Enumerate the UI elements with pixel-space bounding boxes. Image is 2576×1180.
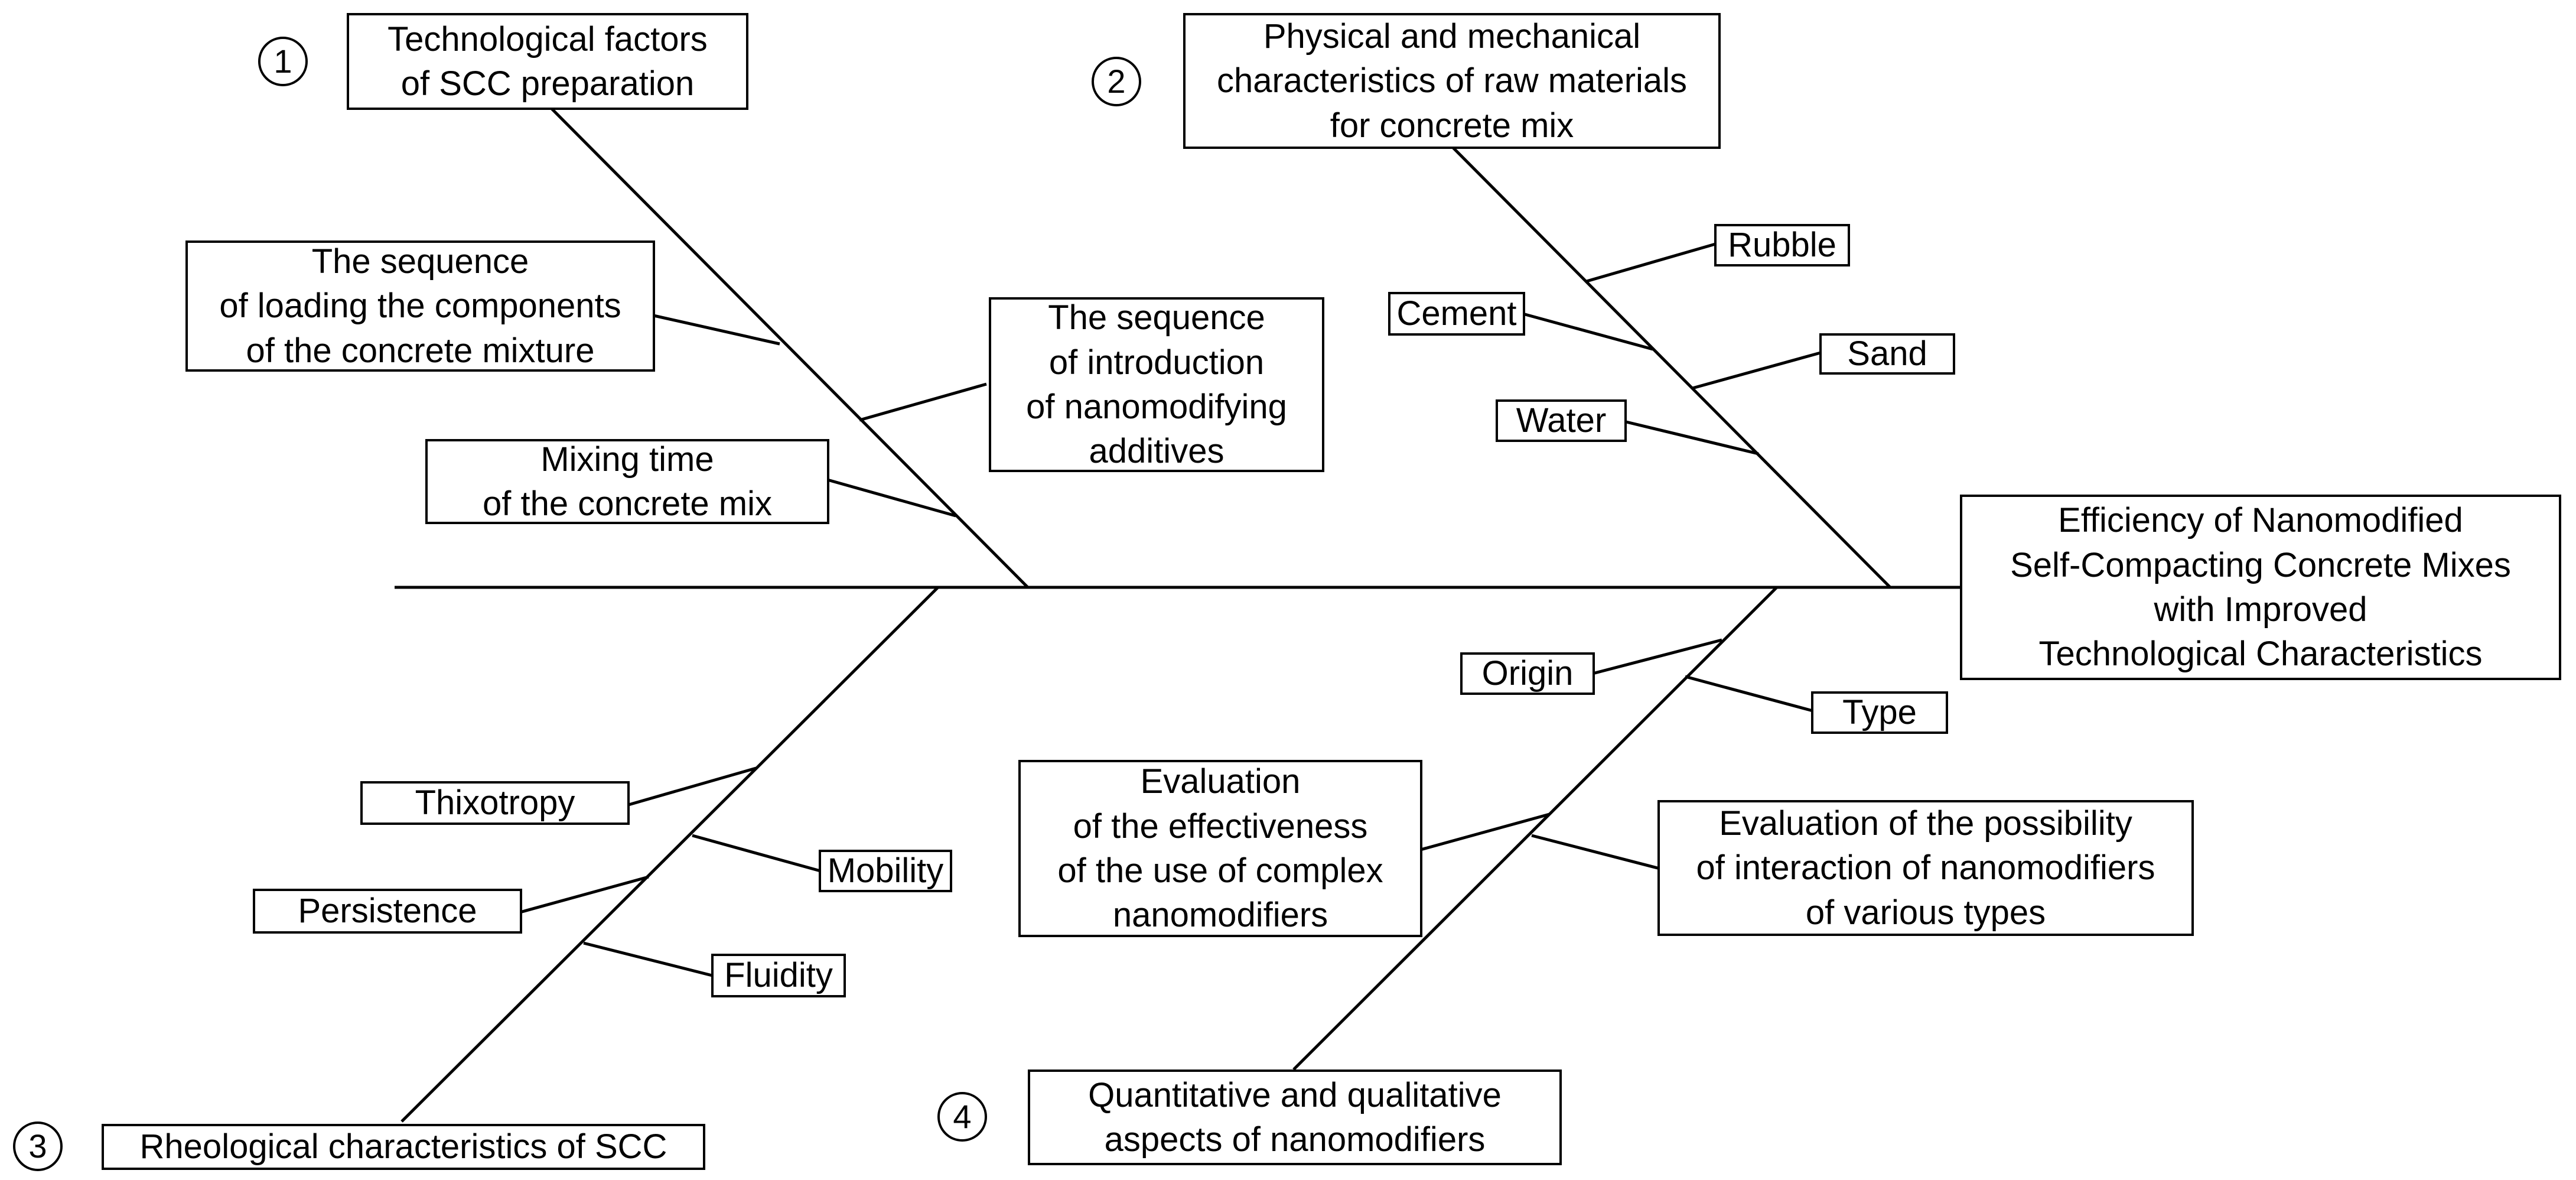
title-line: characteristics of raw materials: [1216, 61, 1688, 100]
cause-line: of loading the components: [219, 287, 621, 326]
cause-line: Thixotropy: [415, 784, 575, 823]
category-4-title: Quantitative and qualitative aspects of …: [1028, 1070, 1562, 1165]
title-line: Technological factors: [387, 19, 708, 58]
cause-line: Origin: [1481, 654, 1574, 693]
effect-line: Technological Characteristics: [2038, 635, 2483, 674]
bone-4-line: [1292, 586, 1778, 1071]
effect-line: Efficiency of Nanomodified: [2058, 501, 2463, 540]
branch-4-1-line: [1592, 638, 1722, 675]
cause-line: Mobility: [827, 851, 944, 890]
cause-line: additives: [1089, 432, 1225, 471]
title-line: aspects of nanomodifiers: [1104, 1120, 1486, 1159]
branch-4-2-line: [1685, 675, 1813, 713]
branch-3-2-line: [692, 834, 821, 873]
title-line: for concrete mix: [1330, 106, 1574, 145]
bone-3-line: [400, 586, 939, 1123]
category-3-number: 3: [13, 1122, 63, 1171]
branch-1-1-line: [650, 313, 780, 346]
branch-2-3-line: [1692, 351, 1821, 390]
branch-3-4-line: [583, 941, 713, 977]
branch-2-4-line: [1626, 420, 1759, 456]
cause-line: Sand: [1847, 334, 1927, 373]
cause-line: nanomodifiers: [1112, 896, 1328, 935]
cause-line: of introduction: [1048, 343, 1265, 382]
cause-box: Evaluation of the possibility of interac…: [1657, 800, 2194, 936]
branch-1-2-line: [859, 382, 987, 422]
cause-box: Cement: [1388, 292, 1525, 336]
cause-line: of nanomodifying: [1026, 388, 1287, 426]
cause-line: Type: [1842, 693, 1917, 732]
cause-box: Origin: [1460, 652, 1595, 695]
cause-line: Persistence: [298, 892, 477, 931]
category-1-title: Technological factors of SCC preparation: [347, 13, 748, 110]
cause-box: Rubble: [1714, 224, 1850, 266]
cause-box: Persistence: [253, 889, 522, 934]
cause-box: Mobility: [819, 850, 952, 892]
cause-line: of various types: [1805, 893, 2046, 932]
cause-line: Evaluation of the possibility: [1719, 804, 2132, 843]
branch-1-3-line: [827, 478, 956, 518]
cause-box: The sequence of introduction of nanomodi…: [989, 297, 1324, 472]
category-4-number: 4: [937, 1092, 987, 1142]
title-line: Rheological characteristics of SCC: [139, 1127, 667, 1166]
cause-box: Thixotropy: [360, 781, 630, 825]
cause-box: Sand: [1819, 333, 1955, 375]
cause-box: Water: [1496, 399, 1627, 442]
cause-line: of the use of complex: [1057, 851, 1383, 890]
cause-line: Evaluation: [1140, 762, 1301, 801]
category-2-title: Physical and mechanical characteristics …: [1183, 13, 1721, 149]
category-2-number: 2: [1092, 57, 1141, 106]
branch-4-3-line: [1420, 812, 1550, 851]
effect-line: Self-Compacting Concrete Mixes: [2010, 545, 2511, 584]
branch-3-3-line: [519, 875, 649, 914]
branch-2-1-line: [1586, 242, 1716, 283]
branch-3-1-line: [628, 766, 757, 807]
branch-2-2-line: [1522, 312, 1653, 351]
title-line: of SCC preparation: [400, 64, 695, 103]
cause-line: Fluidity: [724, 956, 833, 995]
branch-4-4-line: [1531, 834, 1660, 870]
category-3-title: Rheological characteristics of SCC: [102, 1124, 705, 1170]
bone-1-line: [548, 105, 1029, 589]
category-1-number: 1: [258, 37, 308, 86]
cause-line: Water: [1516, 401, 1607, 440]
bone-2-line: [1452, 147, 1891, 589]
cause-line: The sequence: [311, 242, 529, 281]
cause-box: The sequence of loading the components o…: [185, 240, 655, 372]
cause-line: of interaction of nanomodifiers: [1696, 849, 2155, 888]
cause-box: Mixing time of the concrete mix: [425, 439, 829, 524]
cause-line: The sequence: [1048, 298, 1265, 337]
cause-line: of the effectiveness: [1073, 807, 1368, 846]
cause-line: of the concrete mixture: [246, 331, 595, 370]
cause-line: Rubble: [1728, 226, 1836, 265]
effect-line: with Improved: [2154, 590, 2367, 629]
cause-box: Type: [1811, 691, 1948, 734]
cause-line: Mixing time: [540, 440, 714, 479]
cause-box: Fluidity: [711, 954, 846, 997]
cause-line: Cement: [1396, 294, 1517, 333]
title-line: Quantitative and qualitative: [1088, 1075, 1502, 1114]
title-line: Physical and mechanical: [1263, 17, 1641, 56]
effect-box: Efficiency of Nanomodified Self-Compacti…: [1960, 495, 2561, 680]
cause-box: Evaluation of the effectiveness of the u…: [1018, 760, 1422, 937]
cause-line: of the concrete mix: [483, 485, 772, 523]
